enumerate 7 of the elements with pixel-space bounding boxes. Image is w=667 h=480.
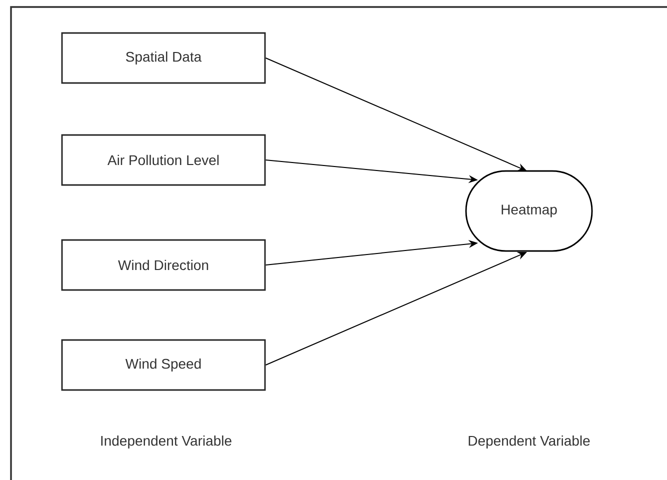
variable-box: Wind Speed: [61, 339, 266, 391]
variable-box: Wind Direction: [61, 239, 266, 291]
axis-caption: Dependent Variable: [468, 435, 590, 449]
variable-box: Air Pollution Level: [61, 134, 266, 186]
variable-box: Spatial Data: [61, 32, 266, 84]
axis-caption: Independent Variable: [101, 435, 232, 449]
rounded-node: Heatmap: [465, 170, 593, 252]
